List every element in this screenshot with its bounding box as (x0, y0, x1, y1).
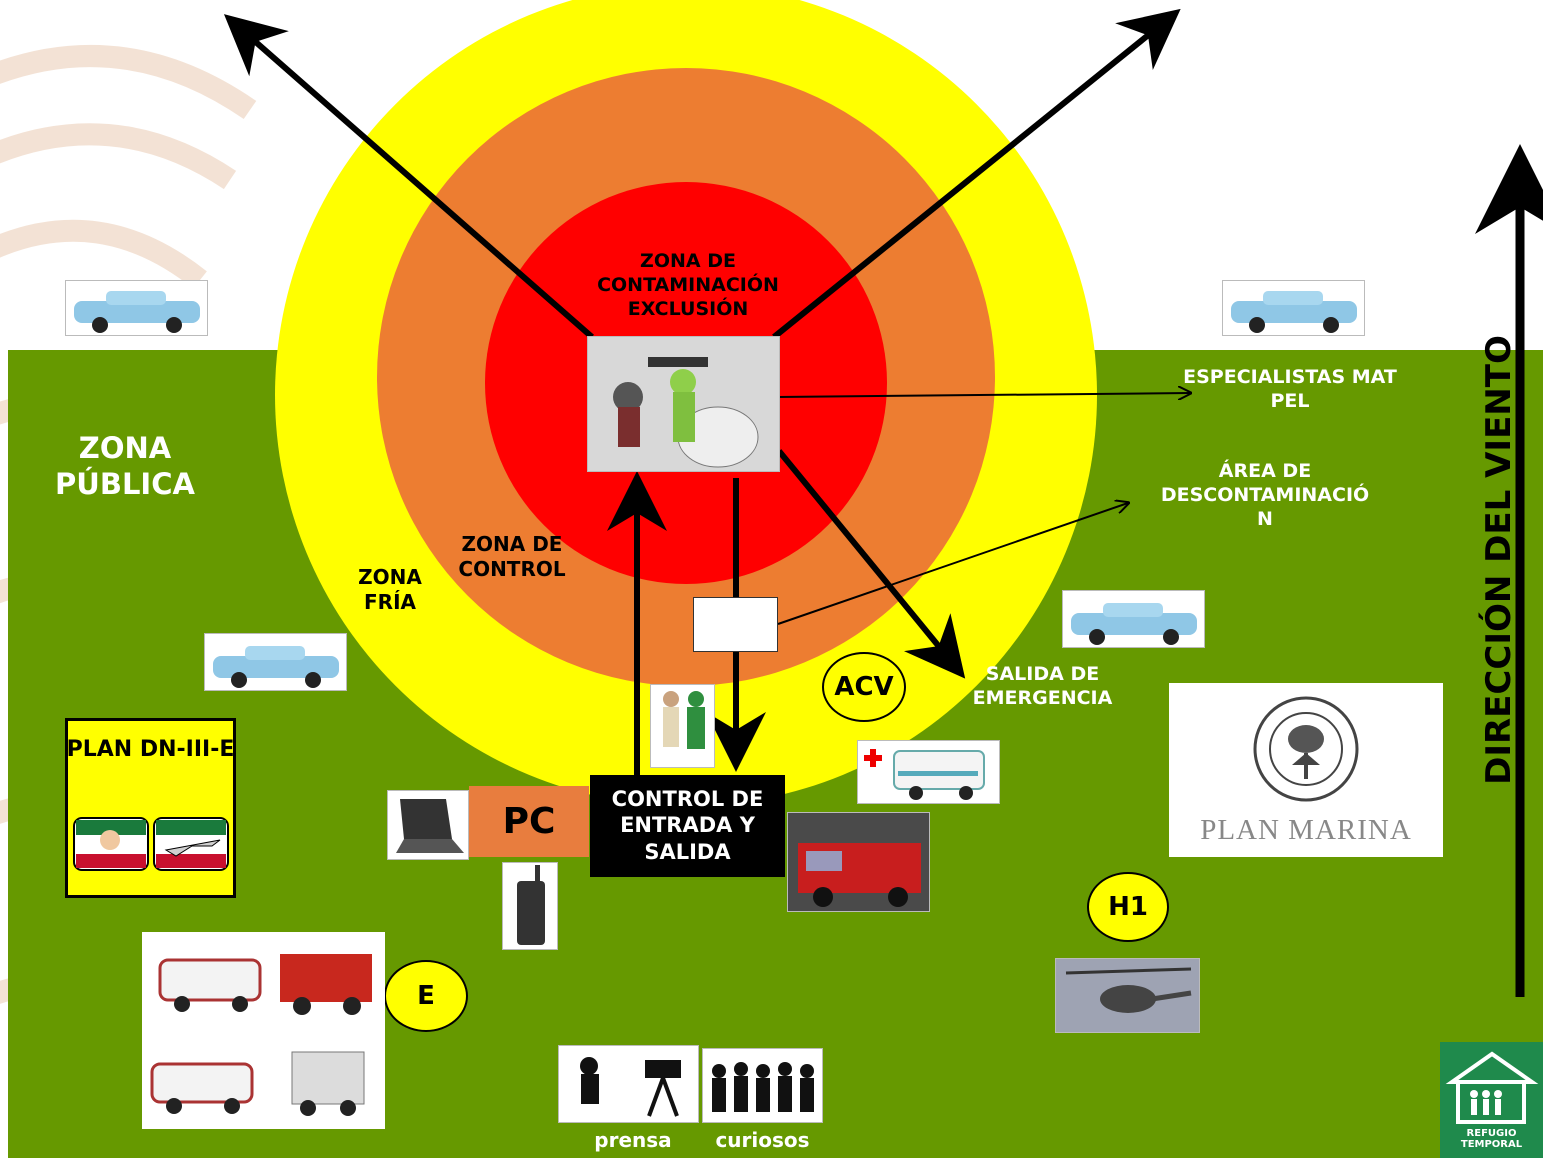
police-car-icon (65, 280, 208, 336)
ambulance-icon (857, 740, 1000, 804)
shelter-icon (1445, 1051, 1539, 1124)
decontamination-label: ÁREA DE DESCONTAMINACIÓ N (1160, 460, 1370, 530)
arrow-northeast (772, 8, 1181, 340)
fire-truck-icon (787, 812, 930, 912)
arrow-emergency-exit (776, 449, 966, 679)
arrow-northwest (223, 14, 594, 340)
marina-seal-icon (1253, 696, 1359, 802)
hazmat-suits-icon (650, 684, 715, 768)
command-post-box: PC (469, 786, 589, 857)
emergency-exit-label: SALIDA DE EMERGENCIA (972, 663, 1113, 709)
control-zone-label: ZONA DE CONTROL (458, 532, 566, 581)
entry-exit-control-label: CONTROL DE ENTRADA Y SALIDA (611, 787, 764, 864)
cold-zone-label: ZONA FRÍA (358, 565, 422, 614)
hazmat-photo (587, 336, 780, 472)
plan-dn-iii-e-label: PLAN DN-III-E (66, 737, 235, 762)
police-car-icon (204, 633, 347, 691)
shelter-label: REFUGIO TEMPORAL (1460, 1128, 1523, 1150)
police-car-icon (1222, 280, 1365, 336)
emergency-vehicles-icon (142, 932, 385, 1129)
shelter-sign (1440, 1042, 1543, 1158)
laptop-icon (387, 790, 469, 860)
entry-exit-control-box (590, 775, 785, 877)
decontamination-box (693, 597, 778, 652)
radio-icon (502, 862, 558, 950)
specialists-label: ESPECIALISTAS MAT PEL (1183, 366, 1397, 412)
plan-marina-label: PLAN MARINA (1200, 814, 1412, 846)
public-zone-label: ZONA PÚBLICA (55, 431, 195, 502)
crowd-icon (702, 1048, 823, 1123)
wind-direction-label: DIRECCIÓN DEL VIENTO (1479, 335, 1519, 785)
exclusion-zone-label: ZONA DE CONTAMINACIÓN EXCLUSIÓN (597, 250, 779, 320)
press-label: prensa (594, 1128, 672, 1152)
plan-dn-emblem-icon (73, 817, 229, 871)
press-icon (558, 1045, 699, 1123)
police-car-icon (1062, 590, 1205, 648)
onlookers-label: curiosos (715, 1128, 810, 1152)
wind-direction-label-wrap: DIRECCIÓN DEL VIENTO (1474, 290, 1524, 830)
arrow-decontamination (777, 503, 1128, 625)
e-badge: E (384, 960, 468, 1032)
acv-badge: ACV (822, 652, 906, 722)
h1-badge: H1 (1087, 872, 1169, 942)
arrow-specialists (777, 393, 1190, 397)
helicopter-icon (1055, 958, 1200, 1033)
